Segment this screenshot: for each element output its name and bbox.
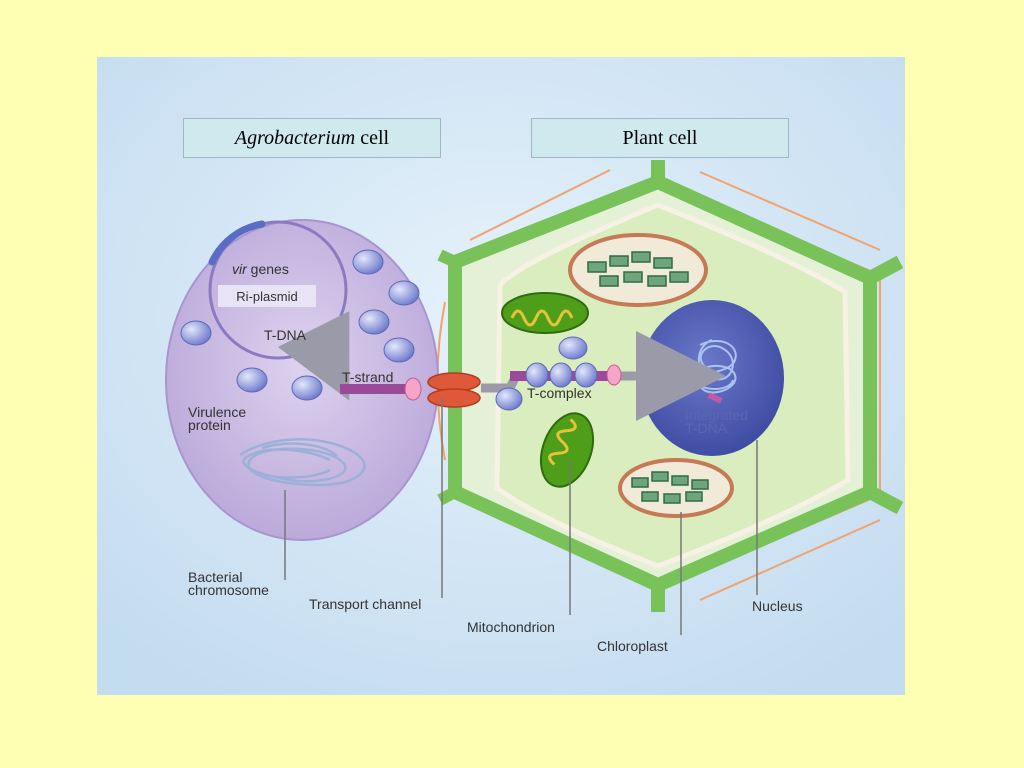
- integrated-t-dna-label: Integrated T-DNA: [685, 407, 749, 436]
- plant-cell-header-text: Plant cell: [622, 126, 698, 149]
- bacterial-chromosome-label: Bacterial chromosome: [188, 569, 269, 598]
- transport-channel-label: Transport channel: [309, 596, 422, 612]
- agrobacterium-cell-header: Agrobacterium cell: [183, 118, 441, 158]
- virulence-protein: [388, 280, 420, 306]
- ri-plasmid-label: Ri-plasmid: [218, 285, 316, 307]
- t-strand-bar: [340, 384, 410, 394]
- mitochondrion-label: Mitochondrion: [467, 619, 555, 635]
- chloroplast-bottom: [618, 458, 734, 518]
- transport-channel: [427, 372, 481, 408]
- t-dna-label: T-DNA: [264, 327, 306, 343]
- virulence-protein: [358, 309, 390, 335]
- chloroplast-top: [568, 233, 708, 307]
- wall-extension: [866, 485, 904, 515]
- t-complex-end-protein: [606, 364, 622, 386]
- t-complex-protein: [574, 362, 598, 388]
- plant-cell-header: Plant cell: [531, 118, 789, 158]
- t-complex-label: T-complex: [527, 385, 592, 401]
- vir-genes-label: vir genes: [232, 247, 289, 277]
- orange-outline: [469, 169, 611, 241]
- vir-label-italic: vir: [232, 261, 247, 277]
- t-strand-label: T-strand: [342, 369, 394, 385]
- bacterial-chromosome-coil: [239, 438, 366, 487]
- t-complex-protein: [525, 362, 549, 388]
- diagram-panel: [97, 57, 905, 695]
- t-dna-to-strand-arrow: [277, 311, 350, 401]
- leader-lines: [284, 398, 758, 635]
- mitochondrion-top: [501, 292, 589, 334]
- t-complex: [481, 331, 726, 421]
- virulence-protein: [352, 249, 384, 275]
- virulence-protein: [383, 337, 415, 363]
- wall-extension: [437, 249, 458, 268]
- vir-genes-segment: [208, 220, 266, 266]
- virulence-protein: [236, 367, 268, 393]
- agrobacterium-header-rest: cell: [355, 126, 390, 149]
- virulence-protein: [180, 320, 212, 346]
- virulence-protein: [291, 375, 323, 401]
- agrobacterium-header-italic: Agrobacterium: [234, 126, 356, 149]
- chloroplast-label: Chloroplast: [597, 638, 668, 654]
- vir-label-rest: genes: [246, 261, 289, 277]
- free-virulence-protein: [558, 336, 588, 360]
- wall-extension: [866, 255, 904, 285]
- virulence-protein-label: Virulence protein: [188, 404, 247, 433]
- t-complex-protein: [549, 362, 573, 388]
- nucleus-label: Nucleus: [752, 598, 803, 614]
- free-virulence-protein: [495, 387, 523, 411]
- mitochondrion-bottom: [539, 412, 595, 488]
- t-strand-end-protein: [404, 377, 422, 401]
- orange-outline: [699, 171, 881, 251]
- orange-outline: [699, 519, 881, 601]
